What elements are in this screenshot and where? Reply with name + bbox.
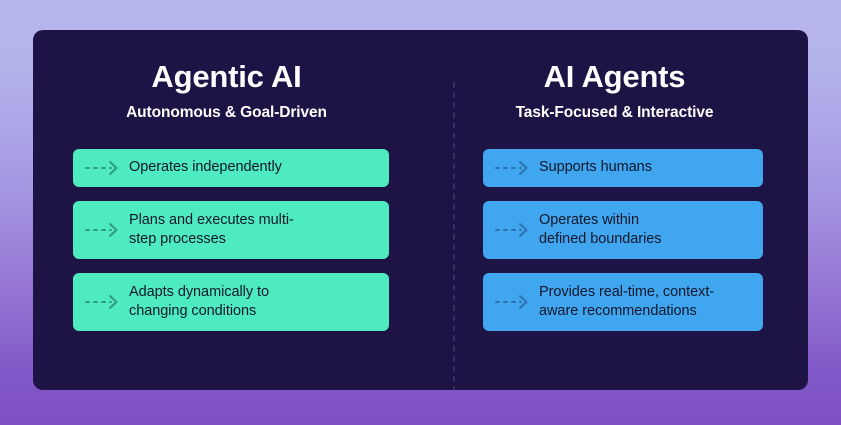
column-header-left: Agentic AI Autonomous & Goal-Driven bbox=[33, 30, 420, 122]
feature-card[interactable]: Operates independently bbox=[73, 149, 389, 187]
column-title-left: Agentic AI bbox=[151, 59, 302, 94]
dashed-arrow-icon bbox=[85, 160, 119, 176]
feature-card-label: Operates independently bbox=[129, 159, 282, 176]
feature-card[interactable]: Operates within defined boundaries bbox=[483, 201, 763, 259]
column-agentic-ai: Agentic AI Autonomous & Goal-Driven Oper… bbox=[33, 30, 420, 390]
dashed-arrow-icon bbox=[495, 294, 529, 310]
column-divider bbox=[453, 82, 455, 390]
feature-card-label: Provides real-time, context- aware recom… bbox=[539, 283, 715, 319]
feature-card-list-left: Operates independently Plans and execute… bbox=[33, 149, 420, 345]
dashed-arrow-icon bbox=[85, 294, 119, 310]
feature-card-label: Supports humans bbox=[539, 159, 652, 176]
dashed-arrow-icon bbox=[85, 222, 119, 238]
feature-card-label: Plans and executes multi- step processes bbox=[129, 211, 294, 247]
column-subtitle-right: Task-Focused & Interactive bbox=[515, 103, 714, 121]
feature-card[interactable]: Plans and executes multi- step processes bbox=[73, 201, 389, 259]
dashed-arrow-icon bbox=[495, 222, 529, 238]
feature-card[interactable]: Supports humans bbox=[483, 149, 763, 187]
feature-card-label: Operates within defined boundaries bbox=[539, 211, 662, 247]
column-subtitle-left: Autonomous & Goal-Driven bbox=[126, 103, 327, 121]
comparison-panel: Agentic AI Autonomous & Goal-Driven Oper… bbox=[33, 30, 808, 390]
column-header-right: AI Agents Task-Focused & Interactive bbox=[421, 30, 808, 122]
feature-card-list-right: Supports humans Operates within defined … bbox=[421, 149, 808, 345]
dashed-arrow-icon bbox=[495, 160, 529, 176]
column-title-right: AI Agents bbox=[543, 59, 686, 94]
column-ai-agents: AI Agents Task-Focused & Interactive Sup… bbox=[421, 30, 808, 390]
feature-card[interactable]: Provides real-time, context- aware recom… bbox=[483, 273, 763, 331]
feature-card[interactable]: Adapts dynamically to changing condition… bbox=[73, 273, 389, 331]
feature-card-label: Adapts dynamically to changing condition… bbox=[129, 283, 269, 319]
